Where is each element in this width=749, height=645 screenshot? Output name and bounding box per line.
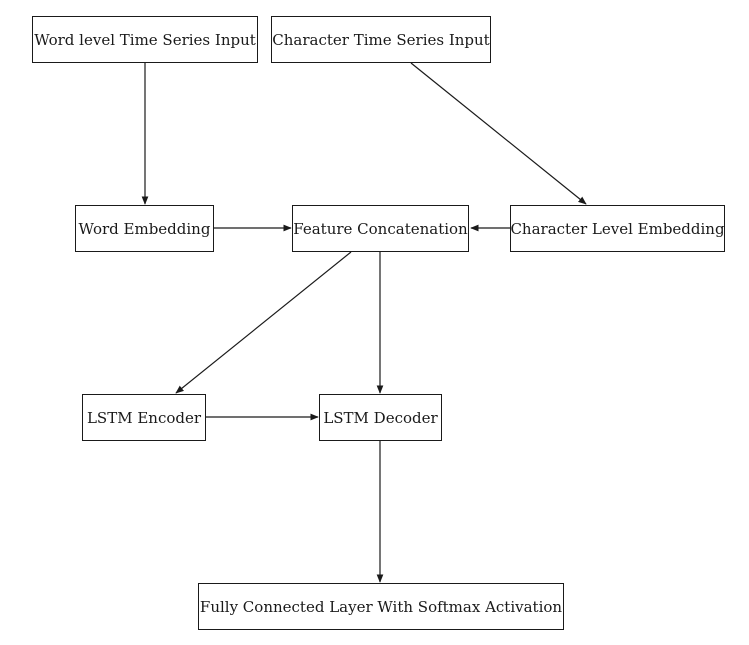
word-embedding-node: Word Embedding	[75, 205, 214, 252]
word-embedding-label: Word Embedding	[78, 219, 211, 238]
character-embedding-label: Character Level Embedding	[510, 219, 725, 238]
character-input-node: Character Time Series Input	[271, 16, 491, 63]
lstm-encoder-label: LSTM Encoder	[86, 408, 202, 427]
edge-feature-concat-to-lstm-encoder	[175, 251, 352, 394]
word-level-input-node: Word level Time Series Input	[32, 16, 258, 63]
fully-connected-layer-label: Fully Connected Layer With Softmax Activ…	[199, 597, 563, 616]
character-input-label: Character Time Series Input	[272, 30, 490, 49]
character-embedding-node: Character Level Embedding	[510, 205, 725, 252]
lstm-encoder-node: LSTM Encoder	[82, 394, 206, 441]
feature-concatenation-node: Feature Concatenation	[292, 205, 469, 252]
lstm-decoder-node: LSTM Decoder	[319, 394, 442, 441]
feature-concatenation-label: Feature Concatenation	[293, 219, 468, 238]
edge-char-input-to-char-embedding	[410, 62, 587, 205]
word-level-input-label: Word level Time Series Input	[34, 30, 256, 49]
fully-connected-layer-node: Fully Connected Layer With Softmax Activ…	[198, 583, 564, 630]
lstm-decoder-label: LSTM Decoder	[323, 408, 438, 427]
